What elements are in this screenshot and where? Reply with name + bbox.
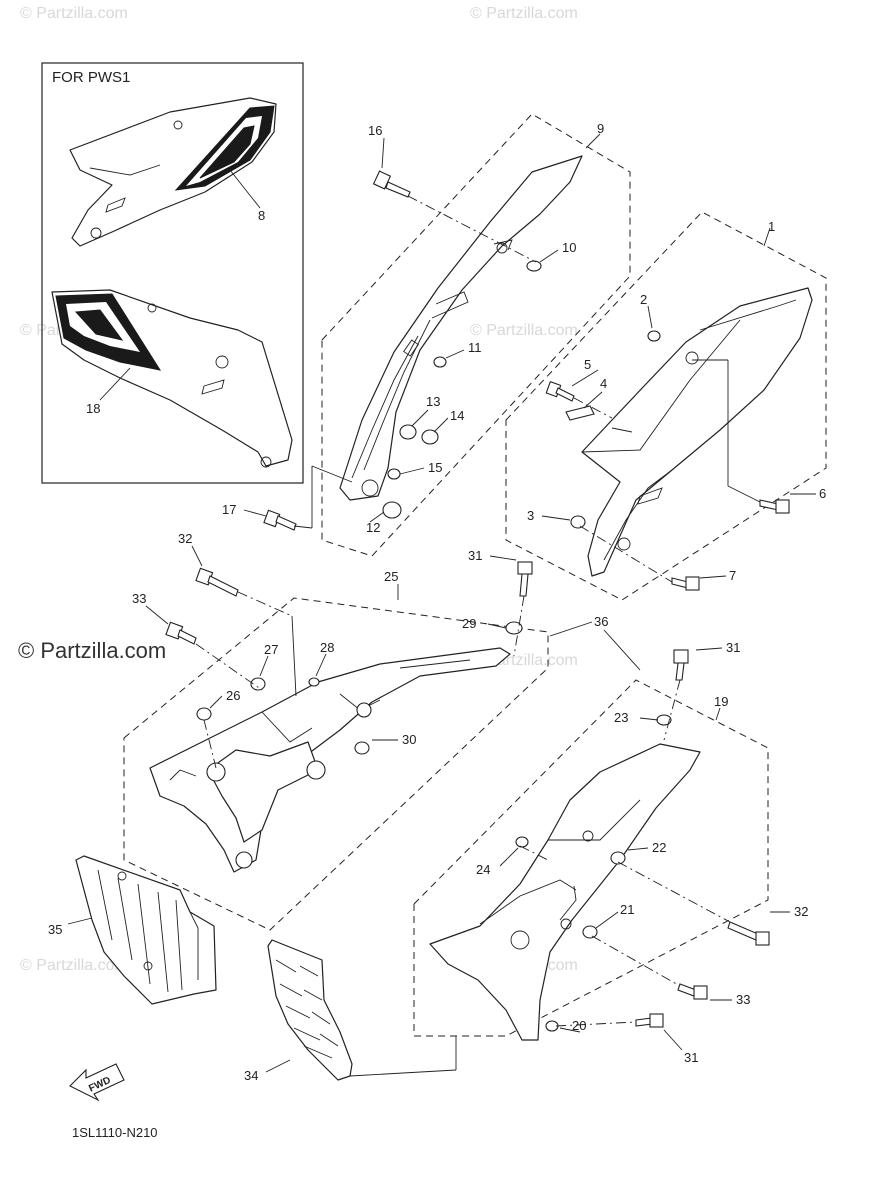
callout-30: 30 (402, 732, 416, 747)
side-cover-decal-upper (69, 97, 277, 247)
callout-12: 12 (366, 520, 380, 535)
callout-25: 25 (384, 569, 398, 584)
grommet-12 (382, 501, 402, 519)
nut-24 (515, 836, 529, 848)
callout-14: 14 (450, 408, 464, 423)
lower-side-cover (429, 743, 701, 1041)
collar-26 (196, 707, 212, 721)
callout-10: 10 (562, 240, 576, 255)
callout-29: 29 (462, 616, 476, 631)
watermark: © Partzilla.com (20, 5, 128, 22)
main-side-cover (581, 287, 813, 577)
collar-13 (399, 424, 417, 440)
callout-17: 17 (222, 502, 236, 517)
fwd-indicator: FWD (69, 1063, 125, 1102)
callout-23: 23 (614, 710, 628, 725)
diagram-code: 1SL1110-N210 (72, 1125, 158, 1140)
cap-30 (354, 741, 370, 755)
callout-19: 19 (714, 694, 728, 709)
callout-20: 20 (572, 1018, 586, 1033)
bolt-33-right (677, 983, 708, 1000)
callout-31-upper: 31 (468, 548, 482, 563)
callout-5: 5 (584, 357, 591, 372)
callout-9: 9 (597, 121, 604, 136)
callout-34: 34 (244, 1068, 258, 1083)
callout-33-left: 33 (132, 591, 146, 606)
callout-31-right: 31 (726, 640, 740, 655)
bolt-31-right (673, 649, 689, 681)
callout-11: 11 (468, 340, 482, 355)
bolt-16 (372, 170, 411, 198)
bolt-33-left (165, 621, 197, 645)
callout-32-left: 32 (178, 531, 192, 546)
callout-36: 36 (594, 614, 608, 629)
callout-27: 27 (264, 642, 278, 657)
bolt-32-right (727, 921, 770, 946)
watermark-main: © Partzilla.com (18, 638, 166, 663)
watermark: © Partzilla.com (20, 957, 128, 974)
callout-13: 13 (426, 394, 440, 409)
upper-side-cover (339, 155, 583, 501)
callout-32-right: 32 (794, 904, 808, 919)
radiator-guard-left (75, 855, 217, 1005)
collar-21 (582, 925, 598, 939)
side-cover-decal-lower (51, 289, 293, 468)
cap-14 (421, 429, 439, 445)
radiator-louver (267, 939, 353, 1081)
collar-22 (610, 851, 626, 865)
callout-35: 35 (48, 922, 62, 937)
nut-28 (308, 677, 320, 687)
callout-3: 3 (527, 508, 534, 523)
callout-4: 4 (600, 376, 607, 391)
callout-31-lower: 31 (684, 1050, 698, 1065)
callout-16: 16 (368, 123, 382, 138)
collar-27 (250, 677, 266, 691)
watermark: © Partzilla.com (470, 5, 578, 22)
callout-8: 8 (258, 208, 265, 223)
callout-18: 18 (86, 401, 100, 416)
clip-4 (565, 405, 595, 421)
bolt-17 (263, 509, 297, 531)
grommet-2 (647, 330, 661, 342)
inset-title: FOR PWS1 (52, 69, 130, 86)
screw-5 (545, 380, 575, 402)
callout-21: 21 (620, 902, 634, 917)
callout-15: 15 (428, 460, 442, 475)
group-outlines (123, 113, 827, 1037)
washer-15 (387, 468, 401, 480)
bolt-32-left (195, 567, 239, 597)
bolt-31-lower (635, 1013, 664, 1028)
cover-bracket (149, 647, 511, 873)
callout-22: 22 (652, 840, 666, 855)
grommet-10 (526, 260, 542, 272)
washer-11 (433, 356, 447, 368)
callout-26: 26 (226, 688, 240, 703)
leader-lines (67, 133, 816, 1073)
callout-6: 6 (819, 486, 826, 501)
callout-7: 7 (729, 568, 736, 583)
assembly-lines (195, 195, 761, 1077)
callout-1: 1 (768, 219, 775, 234)
bolt-7 (671, 576, 700, 591)
grommet-3 (570, 515, 586, 529)
inset-pws1: FOR PWS1 8 18 (41, 62, 304, 484)
bolt-6 (759, 499, 790, 514)
callout-numbers: 9 1 2 3 4 5 6 7 10 11 12 13 14 15 16 17 … (48, 121, 826, 1083)
callout-2: 2 (640, 292, 647, 307)
hardware (165, 170, 790, 1032)
bolt-31-upper (517, 561, 533, 597)
callout-24: 24 (476, 862, 490, 877)
callout-28: 28 (320, 640, 334, 655)
callout-33-right: 33 (736, 992, 750, 1007)
watermark: © Partzilla.com (470, 322, 578, 339)
